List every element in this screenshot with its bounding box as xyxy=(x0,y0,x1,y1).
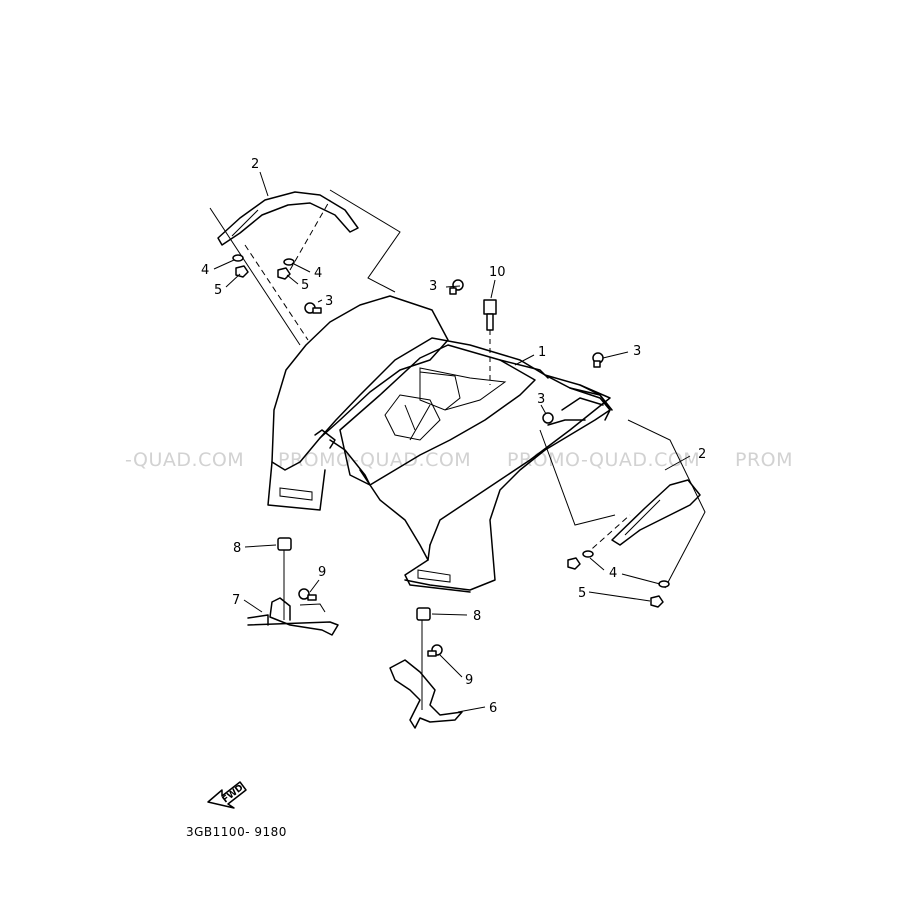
bolt-10 xyxy=(483,299,497,331)
left-guard-strip xyxy=(217,191,359,246)
collar-8-left xyxy=(277,537,292,551)
nut-5-far-right xyxy=(650,595,664,608)
watermark-4: PROM xyxy=(735,449,793,471)
collar-8-right xyxy=(416,607,431,621)
callout-6: 6 xyxy=(489,701,497,716)
callout-4-center: 4 xyxy=(314,266,322,281)
nut-5-center xyxy=(277,267,291,280)
callout-2-upper-left: 2 xyxy=(251,157,259,172)
callout-1: 1 xyxy=(538,345,546,360)
callout-2-right: 2 xyxy=(698,447,706,462)
right-guard-strip xyxy=(611,479,701,546)
forward-arrow: FWD xyxy=(207,781,247,809)
assembly-lines xyxy=(209,189,706,710)
callout-9-right: 9 xyxy=(465,673,473,688)
washer-4-left xyxy=(232,254,244,262)
callout-3-top: 3 xyxy=(429,279,437,294)
callouts: 1 2 2 3 3 3 3 4 4 4 5 5 5 6 7 8 8 9 9 10 xyxy=(201,157,706,716)
bracket-7 xyxy=(247,597,339,636)
callout-4-right: 4 xyxy=(609,566,617,581)
washer-4-far-right xyxy=(658,580,670,588)
screw-3-left xyxy=(304,302,322,314)
watermark-layer: -QUAD.COM PROMO-QUAD.COM PROMO-QUAD.COM … xyxy=(125,449,793,471)
callout-8-left: 8 xyxy=(233,541,241,556)
screw-3-right xyxy=(592,352,604,368)
screw-3-mid xyxy=(542,412,554,424)
callout-5-left: 5 xyxy=(214,283,222,298)
callout-4-left: 4 xyxy=(201,263,209,278)
screw-3-top xyxy=(449,279,464,295)
watermark-2: PROMO-QUAD.COM xyxy=(278,449,471,471)
washer-4-right xyxy=(582,550,594,558)
watermark-1: -QUAD.COM xyxy=(125,449,244,471)
callout-3-right: 3 xyxy=(633,344,641,359)
callout-5-center: 5 xyxy=(301,278,309,293)
nut-5-left xyxy=(235,265,249,278)
watermark-3: PROMO-QUAD.COM xyxy=(507,449,700,471)
bolt-9-left xyxy=(298,588,317,601)
nut-5-right-a xyxy=(567,557,581,570)
callout-8-right: 8 xyxy=(473,609,481,624)
callout-7: 7 xyxy=(232,593,240,608)
washer-4-center xyxy=(283,258,295,266)
bolt-9-right xyxy=(427,644,443,657)
callout-10: 10 xyxy=(489,265,506,280)
callout-9-left: 9 xyxy=(318,565,326,580)
callout-3-mid: 3 xyxy=(537,392,545,407)
callout-3-left: 3 xyxy=(325,294,333,309)
right-fender-cap xyxy=(547,387,611,426)
callout-5-right: 5 xyxy=(578,586,586,601)
reference-code: 3GB1100- 9180 xyxy=(186,825,287,839)
leader-lines xyxy=(213,171,691,713)
bracket-6 xyxy=(389,659,463,729)
rear-fender xyxy=(267,295,613,593)
